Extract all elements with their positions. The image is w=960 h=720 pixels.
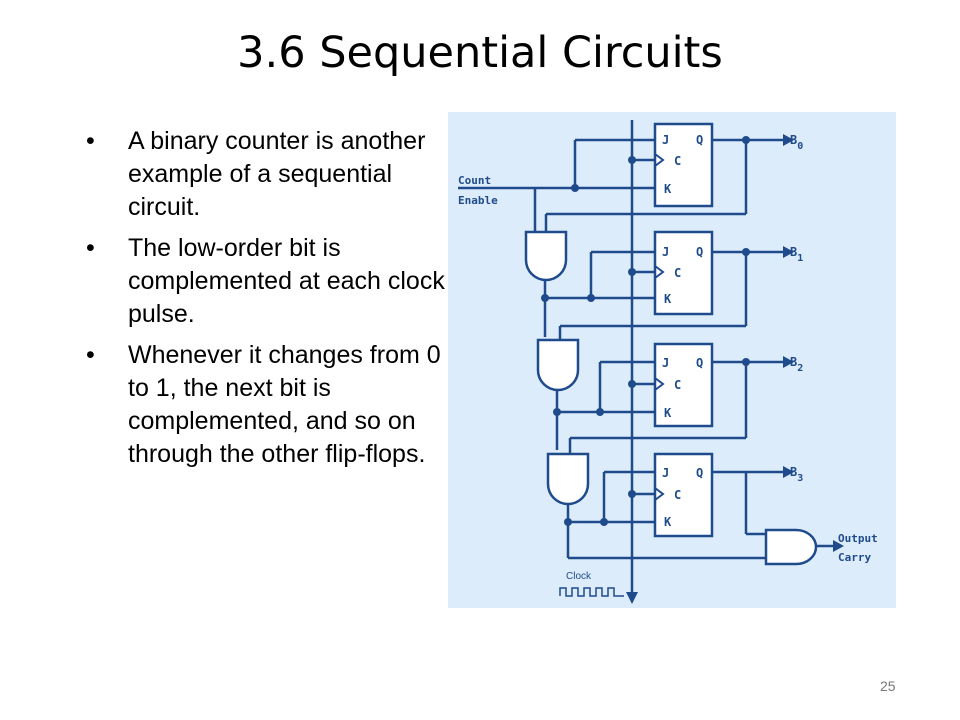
carry-arrow-icon	[833, 540, 844, 552]
output-b3-letter: B	[790, 465, 797, 479]
ff3-pin-j: J	[662, 466, 669, 480]
ff3-clock-icon	[654, 487, 665, 501]
junction-dot	[628, 268, 636, 276]
b2-arrow-icon	[783, 356, 794, 368]
slide-title: 3.6 Sequential Circuits	[237, 28, 723, 78]
output-b0-sub: 0	[797, 141, 803, 152]
and-gate-carry	[764, 528, 818, 566]
bullet-item: • A binary counter is another example of …	[86, 125, 466, 224]
junction-dot	[742, 358, 750, 366]
junction-dot	[628, 156, 636, 164]
bullet-dot: •	[86, 234, 95, 262]
bullet-item: • The low-order bit is complemented at ea…	[86, 232, 466, 331]
carry-label-output: Output	[838, 532, 878, 545]
ff2-pin-c: C	[674, 378, 681, 392]
ff3-pin-c: C	[674, 488, 681, 502]
bullet-item: • Whenever it changes from 0 to 1, the ne…	[86, 339, 466, 471]
b3-arrow-icon	[783, 466, 794, 478]
output-b3-label: B3	[790, 465, 803, 484]
ff0-pin-k: K	[664, 182, 672, 196]
junction-dot	[628, 380, 636, 388]
bullet-text: The low-order bit is complemented at eac…	[128, 234, 445, 328]
flipflop-2	[653, 342, 714, 428]
ff1-pin-j: J	[662, 245, 669, 259]
junction-dot	[596, 408, 604, 416]
ff3-pin-k: K	[664, 515, 672, 529]
ff2-pin-q: Q	[696, 356, 703, 370]
b0-arrow-icon	[783, 134, 794, 146]
ff0-pin-j: J	[662, 133, 669, 147]
enable-label: Enable	[458, 194, 498, 207]
output-b2-label: B2	[790, 355, 803, 374]
binary-counter-diagram: J Q C K J Q C K J Q C K J Q C K B0 B1 B2…	[448, 112, 896, 608]
ff2-pin-k: K	[664, 406, 672, 420]
ff1-pin-q: Q	[696, 245, 703, 259]
clock-arrow-icon	[626, 592, 638, 604]
bullet-text: A binary counter is another example of a…	[128, 127, 426, 221]
output-b1-label: B1	[790, 245, 803, 264]
ff1-pin-c: C	[674, 266, 681, 280]
bullet-list: • A binary counter is another example of …	[86, 125, 466, 479]
and-gate-1	[524, 230, 568, 282]
junction-dot	[571, 184, 579, 192]
output-b2-letter: B	[790, 355, 797, 369]
junction-dot	[600, 518, 608, 526]
junction-dot	[564, 518, 572, 526]
bullet-dot: •	[86, 127, 95, 155]
junction-dot	[541, 294, 549, 302]
ff0-pin-q: Q	[696, 133, 703, 147]
junction-dot	[742, 136, 750, 144]
page-number: 25	[880, 678, 896, 694]
bullet-dot: •	[86, 341, 95, 369]
ff0-clock-icon	[654, 153, 665, 167]
output-b0-letter: B	[790, 133, 797, 147]
flipflop-3	[653, 452, 714, 538]
junction-dot	[742, 248, 750, 256]
ff1-pin-k: K	[664, 292, 672, 306]
flipflop-1	[653, 230, 714, 316]
and-gate-3	[546, 452, 590, 506]
output-b0-label: B0	[790, 133, 803, 152]
ff3-pin-q: Q	[696, 466, 703, 480]
carry-label-carry: Carry	[838, 551, 871, 564]
output-b3-sub: 3	[797, 473, 803, 484]
and-gate-2	[536, 338, 580, 392]
junction-dot	[628, 490, 636, 498]
clock-label: Clock	[566, 571, 592, 582]
output-b1-sub: 1	[797, 253, 803, 264]
ff2-pin-j: J	[662, 356, 669, 370]
ff0-pin-c: C	[674, 154, 681, 168]
output-b2-sub: 2	[797, 363, 803, 374]
junction-dot	[553, 408, 561, 416]
ff2-clock-icon	[654, 377, 665, 391]
b1-arrow-icon	[783, 246, 794, 258]
output-b1-letter: B	[790, 245, 797, 259]
count-label: Count	[458, 174, 491, 187]
clock-waveform-icon	[559, 587, 624, 597]
ff1-clock-icon	[654, 265, 665, 279]
junction-dot	[587, 294, 595, 302]
circuit-svg: J Q C K J Q C K J Q C K J Q C K B0 B1 B2…	[458, 120, 878, 604]
bullet-text: Whenever it changes from 0 to 1, the nex…	[128, 341, 441, 468]
flipflop-0	[653, 122, 714, 208]
